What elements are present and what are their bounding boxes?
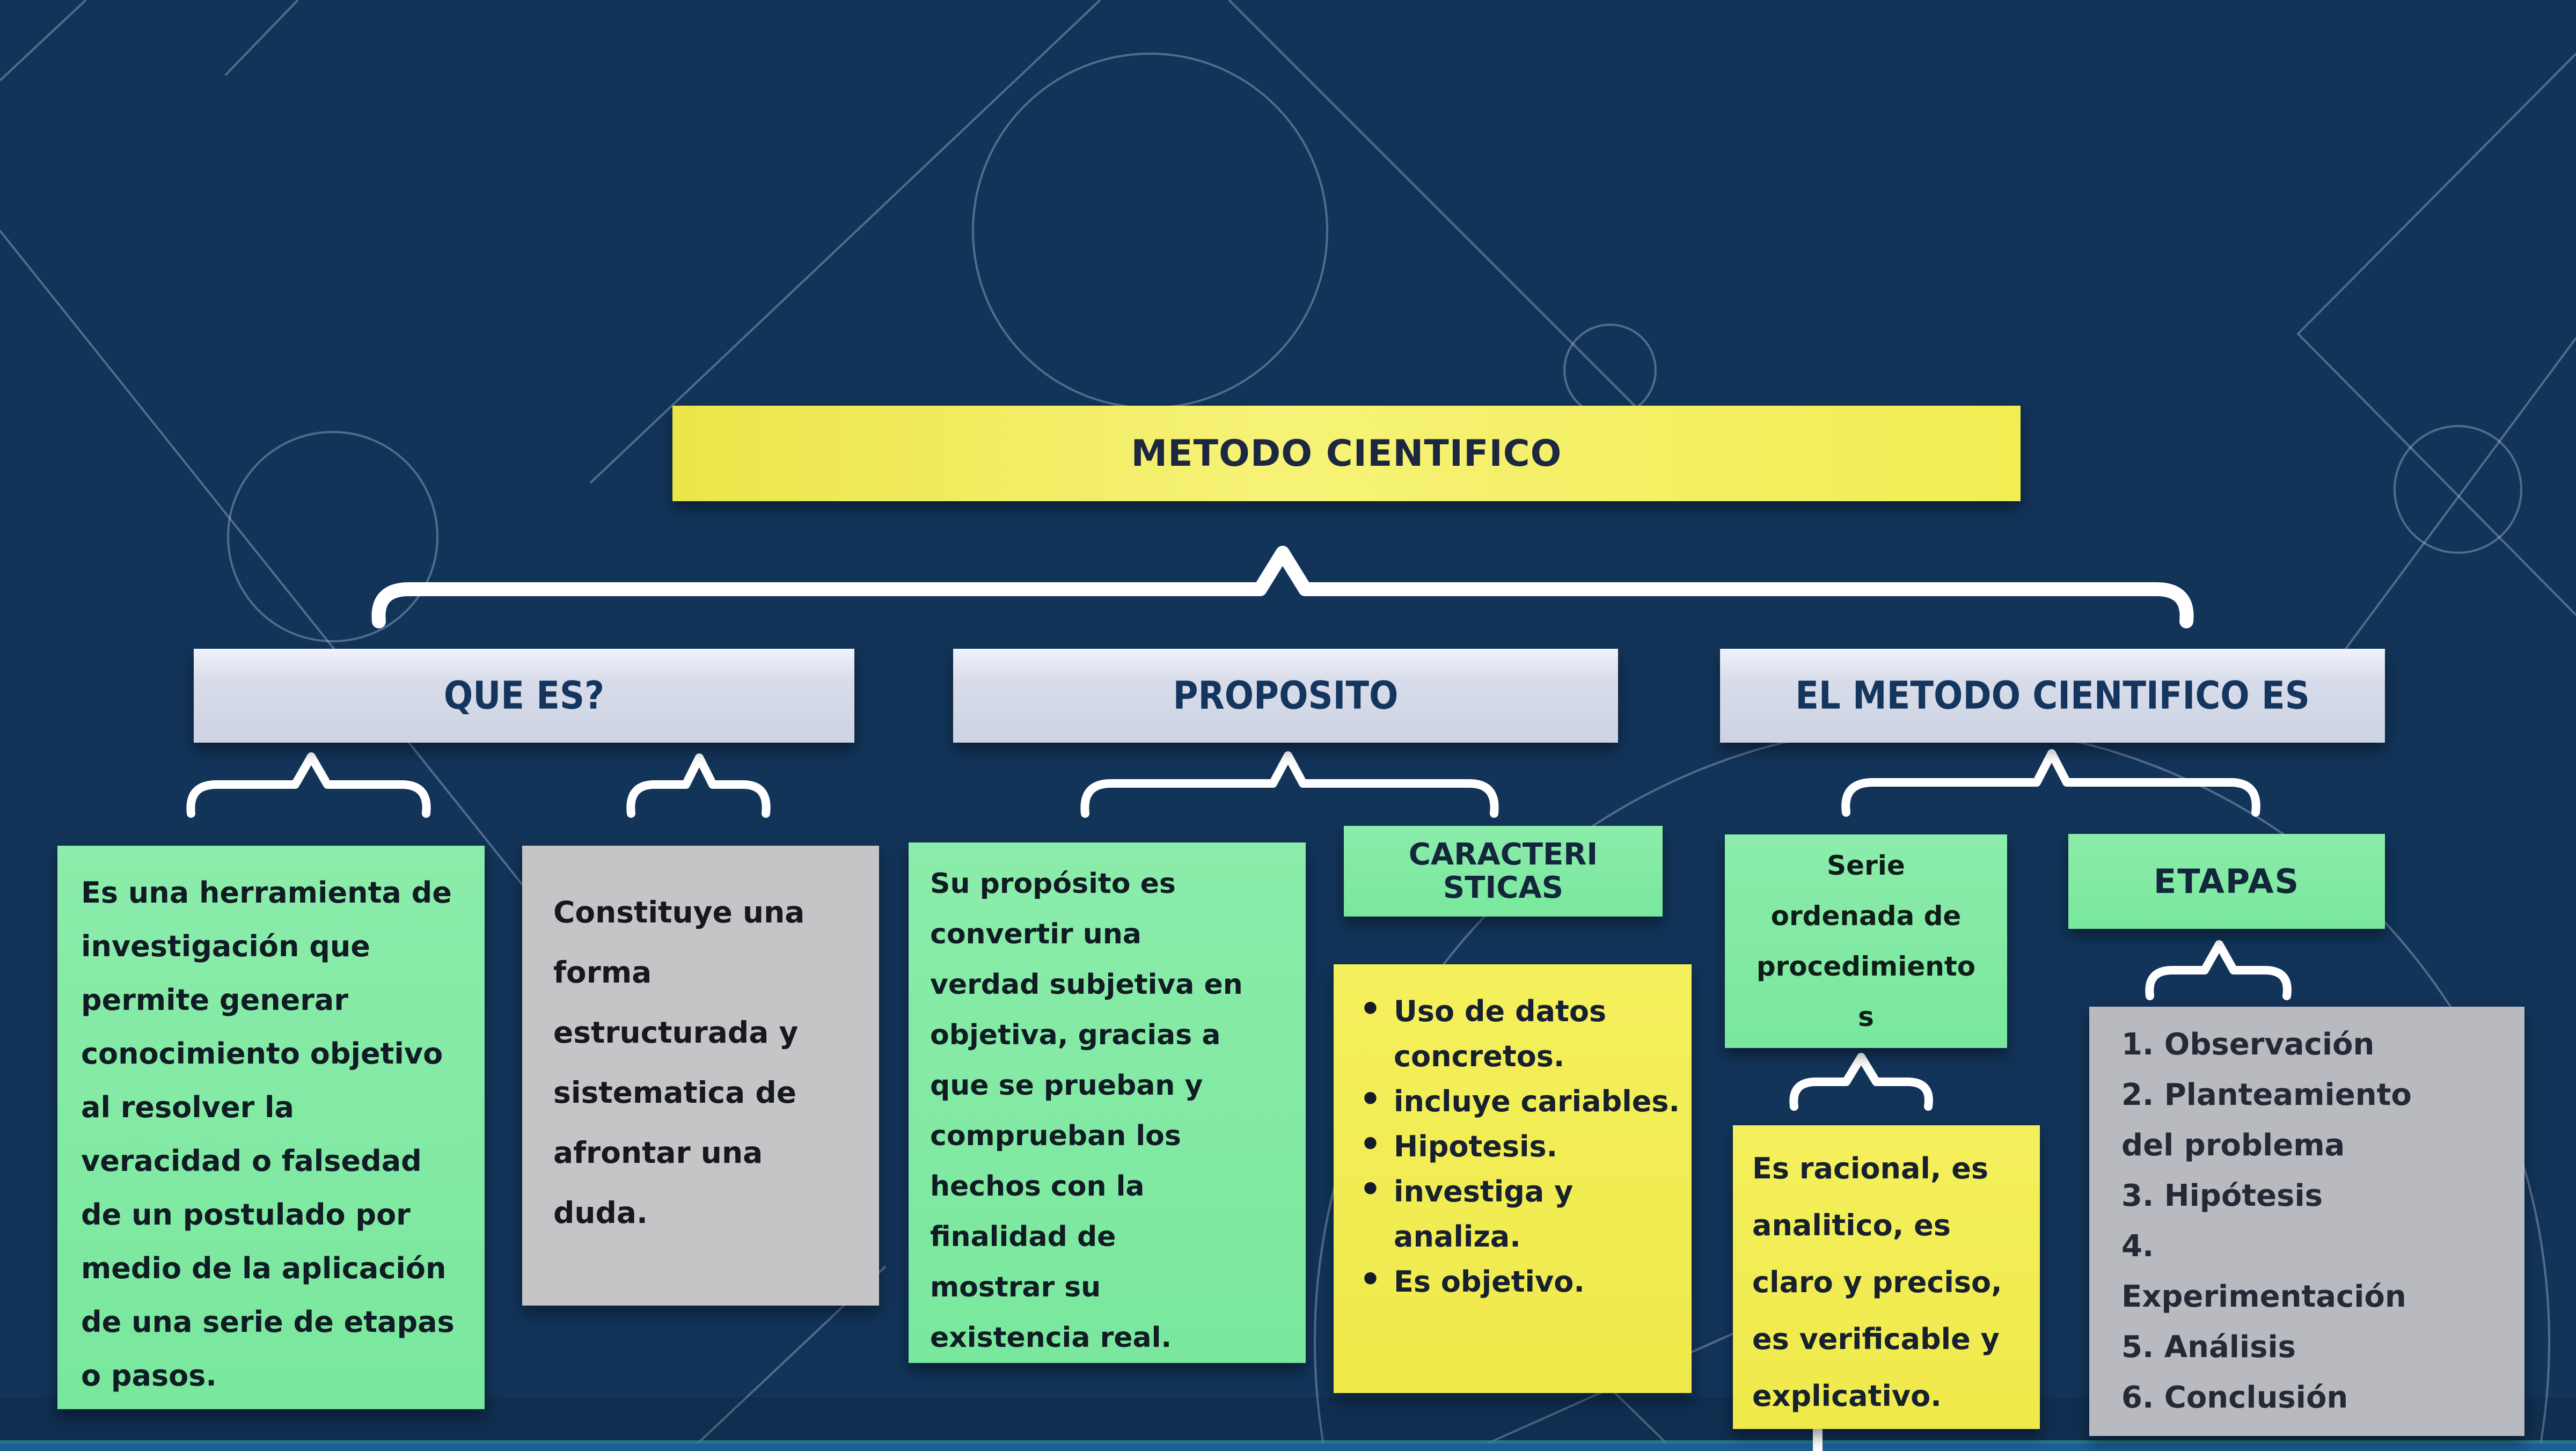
caracteristicas-bullet-list: Uso de datos concretos. incluye cariable… <box>1350 987 1682 1305</box>
brace-proposito <box>1080 751 1499 818</box>
caracteristicas-item: incluye cariables. <box>1350 1077 1682 1124</box>
note-etapas-title-text: ETAPAS <box>2153 862 2300 901</box>
note-serie-ordenada-text: Serie ordenada de procedimiento s <box>1756 850 1976 1032</box>
note-caracteristicas-title-text: CARACTERI STICAS <box>1408 837 1598 905</box>
caracteristicas-item: Hipotesis. <box>1350 1122 1682 1169</box>
note-proposito-definicion: Su propósito es convertir una verdad sub… <box>909 842 1306 1363</box>
note-que-es-definicion-text: Es una herramienta de investigación que … <box>81 876 455 1393</box>
brace-title-to-headers <box>371 546 2194 628</box>
caracteristicas-item: Es objetivo. <box>1350 1257 1682 1305</box>
brace-que-es-left <box>186 752 431 818</box>
note-que-es-definicion: Es una herramienta de investigación que … <box>57 846 485 1409</box>
main-title-label: METODO CIENTIFICO <box>1131 432 1562 475</box>
branch-header-metodo-es-label: EL METODO CIENTIFICO ES <box>1795 673 2310 718</box>
caracteristicas-item: Uso de datos concretos. <box>1350 987 1682 1079</box>
note-etapas-list-text: 1. Observación 2. Planteamiento del prob… <box>2121 1027 2412 1415</box>
brace-metodo-es <box>1841 749 2260 817</box>
note-que-es-forma: Constituye una forma estructurada y sist… <box>522 846 879 1306</box>
brace-que-es-right <box>626 753 771 818</box>
note-racional-text: Es racional, es analitico, es claro y pr… <box>1752 1152 2002 1413</box>
brace-etapas <box>2145 940 2292 1000</box>
note-serie-ordenada: Serie ordenada de procedimiento s <box>1725 834 2007 1048</box>
note-etapas-title: ETAPAS <box>2068 834 2385 929</box>
note-que-es-forma-text: Constituye una forma estructurada y sist… <box>553 895 805 1230</box>
branch-header-proposito: PROPOSITO <box>953 649 1618 743</box>
branch-header-proposito-label: PROPOSITO <box>1173 673 1399 718</box>
caracteristicas-item: investiga y analiza. <box>1350 1167 1682 1259</box>
brace-serie <box>1789 1053 1933 1111</box>
branch-header-que-es-label: QUE ES? <box>443 673 605 718</box>
racional-connector-stub <box>1813 1425 1823 1451</box>
note-caracteristicas-list: Uso de datos concretos. incluye cariable… <box>1334 964 1692 1393</box>
branch-header-metodo-es: EL METODO CIENTIFICO ES <box>1720 649 2385 743</box>
note-proposito-definicion-text: Su propósito es convertir una verdad sub… <box>930 868 1243 1354</box>
branch-header-que-es: QUE ES? <box>194 649 854 743</box>
bottom-edge-strip <box>0 1443 2576 1451</box>
main-title-box: METODO CIENTIFICO <box>672 406 2021 501</box>
note-etapas-list: 1. Observación 2. Planteamiento del prob… <box>2089 1007 2524 1436</box>
note-caracteristicas-title: CARACTERI STICAS <box>1344 826 1663 917</box>
note-racional: Es racional, es analitico, es claro y pr… <box>1733 1125 2040 1429</box>
bottom-edge-line <box>0 1440 2576 1443</box>
